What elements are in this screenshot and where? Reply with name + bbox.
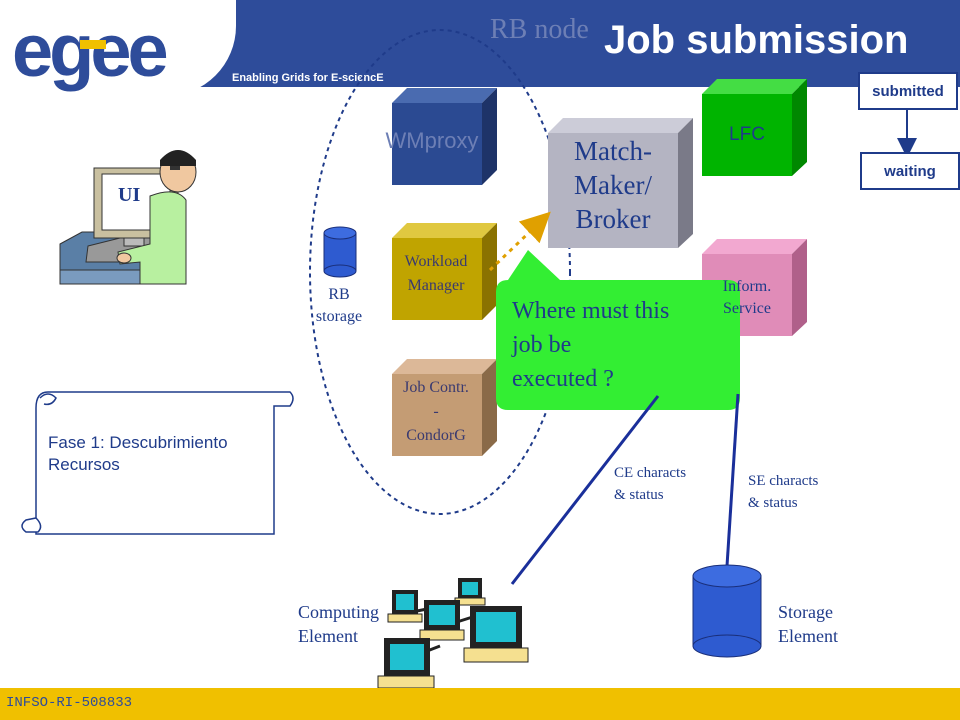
wmproxy-label: WMproxy xyxy=(385,128,479,153)
job-controller-line1: Job Contr. xyxy=(403,379,469,396)
phase-line1: Fase 1: Descubrimiento xyxy=(48,433,228,452)
wmproxy-box xyxy=(392,88,497,185)
storage-element-icon xyxy=(692,564,762,658)
ce-status-line1: CE characts xyxy=(614,465,687,481)
lfc-box xyxy=(702,79,807,176)
footer-band xyxy=(0,688,960,720)
egee-logo: egee xyxy=(0,0,236,96)
rb-storage-line1: RB xyxy=(328,286,350,303)
information-service-line2: Service xyxy=(723,300,771,317)
logo-wordmark: egee xyxy=(12,9,167,92)
rb-storage-label: RB storage xyxy=(304,284,374,328)
lfc-label: LFC xyxy=(729,124,765,145)
user-at-computer-icon xyxy=(59,150,197,285)
matchmaking-query-arrow xyxy=(488,211,551,272)
workload-manager-line1: Workload xyxy=(404,253,468,270)
job-controller-line3: CondorG xyxy=(406,427,466,444)
ui-label: UI xyxy=(118,184,141,206)
rb-node-boundary xyxy=(309,29,571,515)
information-service-box xyxy=(702,239,807,336)
storage-element-label: Storage Element xyxy=(778,600,838,648)
egee-logo-mark: egee xyxy=(12,9,171,92)
phase-description: Fase 1: Descubrimiento Recursos xyxy=(48,432,278,476)
page-title: Job submission xyxy=(604,18,909,62)
storage-element-line2: Element xyxy=(778,626,838,646)
computing-element-line2: Element xyxy=(298,626,358,646)
ce-status-line2: & status xyxy=(614,487,664,503)
se-status-link xyxy=(725,393,740,567)
ce-status-label: CE characts & status xyxy=(614,462,734,506)
information-service-label: Inform. Service xyxy=(702,276,792,320)
callout-line3: executed ? xyxy=(512,366,614,392)
state-submitted: submitted xyxy=(858,72,958,110)
matchmaker-box xyxy=(548,118,693,248)
callout-line2: job be xyxy=(512,332,572,358)
matchmaker-line3: Broker xyxy=(575,204,651,234)
rb-node-label: RB node xyxy=(490,14,589,45)
se-status-line2: & status xyxy=(748,495,798,511)
phase-line2: Recursos xyxy=(48,455,120,474)
rb-storage-line2: storage xyxy=(315,308,363,325)
job-controller-line2: - xyxy=(433,403,439,420)
phase-scroll xyxy=(21,391,294,535)
callout-text: Where must this job be executed ? xyxy=(512,294,732,396)
workload-manager-label: Workload Manager xyxy=(388,250,484,298)
job-controller-box xyxy=(392,359,497,456)
ce-status-link xyxy=(510,395,660,585)
rb-storage-icon xyxy=(323,226,357,278)
footer-project-id: INFSO-RI-508833 xyxy=(6,695,133,711)
matchmaker-line2: Maker/ xyxy=(574,170,652,200)
logo-yellow-bar xyxy=(80,40,106,49)
information-service-line1: Inform. xyxy=(722,278,772,295)
workload-manager-box xyxy=(392,223,497,320)
tagline: Enabling Grids for E-sciencE xyxy=(232,72,384,84)
computing-element-line1: Computing xyxy=(298,602,380,622)
se-status-label: SE characts & status xyxy=(748,470,868,514)
callout-line1: Where must this xyxy=(512,298,670,324)
callout-bubble xyxy=(496,250,740,410)
se-status-line1: SE characts xyxy=(748,473,819,489)
job-controller-label: Job Contr. - CondorG xyxy=(388,376,484,448)
storage-element-line1: Storage xyxy=(778,602,833,622)
matchmaker-line1: Match- xyxy=(574,136,652,166)
computing-element-label: Computing Element xyxy=(298,600,379,648)
matchmaker-label: Match- Maker/ Broker xyxy=(548,134,678,236)
state-waiting: waiting xyxy=(860,152,960,190)
computer-cluster-icon xyxy=(377,578,529,689)
workload-manager-line2: Manager xyxy=(407,277,465,294)
